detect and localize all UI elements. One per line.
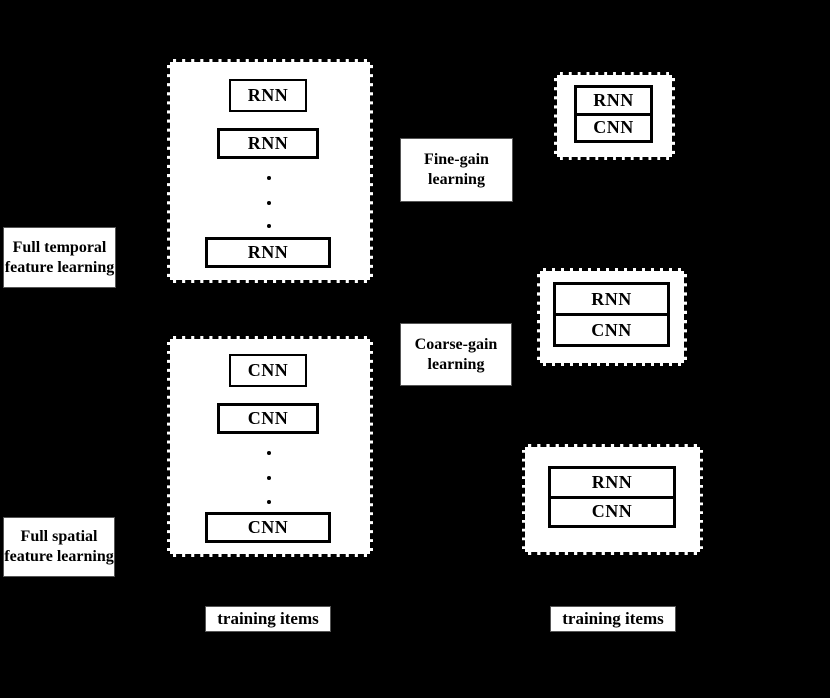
fine-gain-unit-container: RNN CNN bbox=[554, 72, 675, 160]
temporal-rnn-middle: RNN bbox=[217, 128, 319, 159]
label-line: learning bbox=[428, 171, 485, 188]
label-line: feature learning bbox=[4, 548, 114, 565]
fine-gain-learning-label: Fine-gain learning bbox=[400, 138, 513, 202]
fine-unit-cnn: CNN bbox=[577, 112, 650, 141]
ellipsis-dot bbox=[267, 476, 271, 480]
joint-unit: RNN CNN bbox=[548, 466, 676, 528]
label-line: Full spatial bbox=[20, 528, 98, 545]
ellipsis-dot bbox=[267, 500, 271, 504]
ellipsis-dot bbox=[267, 451, 271, 455]
label-line: feature learning bbox=[4, 258, 115, 276]
joint-unit-cnn: CNN bbox=[551, 495, 673, 526]
training-items-label-left: training items bbox=[205, 606, 331, 632]
label-line: Full temporal bbox=[12, 238, 107, 256]
arrow-remnant-tick bbox=[612, 602, 614, 608]
coarse-unit-cnn: CNN bbox=[556, 313, 667, 344]
label-line: Fine-gain bbox=[424, 151, 489, 168]
full-spatial-feature-learning-label: Full spatial feature learning bbox=[3, 517, 115, 577]
spatial-cnn-middle: CNN bbox=[217, 403, 319, 434]
coarse-unit-rnn: RNN bbox=[591, 288, 632, 309]
training-items-label-right: training items bbox=[550, 606, 676, 632]
full-temporal-feature-learning-label: Full temporal feature learning bbox=[3, 227, 116, 288]
arrow-remnant-tick bbox=[267, 602, 269, 608]
temporal-rnn-top: RNN bbox=[229, 79, 307, 112]
fine-unit-rnn: RNN bbox=[593, 89, 634, 110]
ellipsis-dot bbox=[267, 224, 271, 228]
spatial-stack-container: CNN CNN CNN bbox=[167, 336, 373, 557]
joint-unit-container: RNN CNN bbox=[522, 444, 703, 555]
coarse-gain-learning-label: Coarse-gain learning bbox=[400, 323, 512, 386]
fine-gain-unit: RNN CNN bbox=[574, 85, 653, 143]
label-line: Coarse-gain bbox=[414, 335, 498, 353]
spatial-cnn-top: CNN bbox=[229, 354, 307, 387]
ellipsis-dot bbox=[267, 201, 271, 205]
spatial-cnn-bottom: CNN bbox=[205, 512, 331, 543]
ellipsis-dot bbox=[267, 176, 271, 180]
joint-unit-rnn: RNN bbox=[591, 471, 633, 492]
temporal-rnn-bottom: RNN bbox=[205, 237, 331, 268]
label-line: learning bbox=[427, 355, 485, 373]
coarse-gain-unit: RNN CNN bbox=[553, 282, 670, 347]
coarse-gain-unit-container: RNN CNN bbox=[537, 268, 687, 366]
temporal-stack-container: RNN RNN RNN bbox=[167, 59, 373, 283]
